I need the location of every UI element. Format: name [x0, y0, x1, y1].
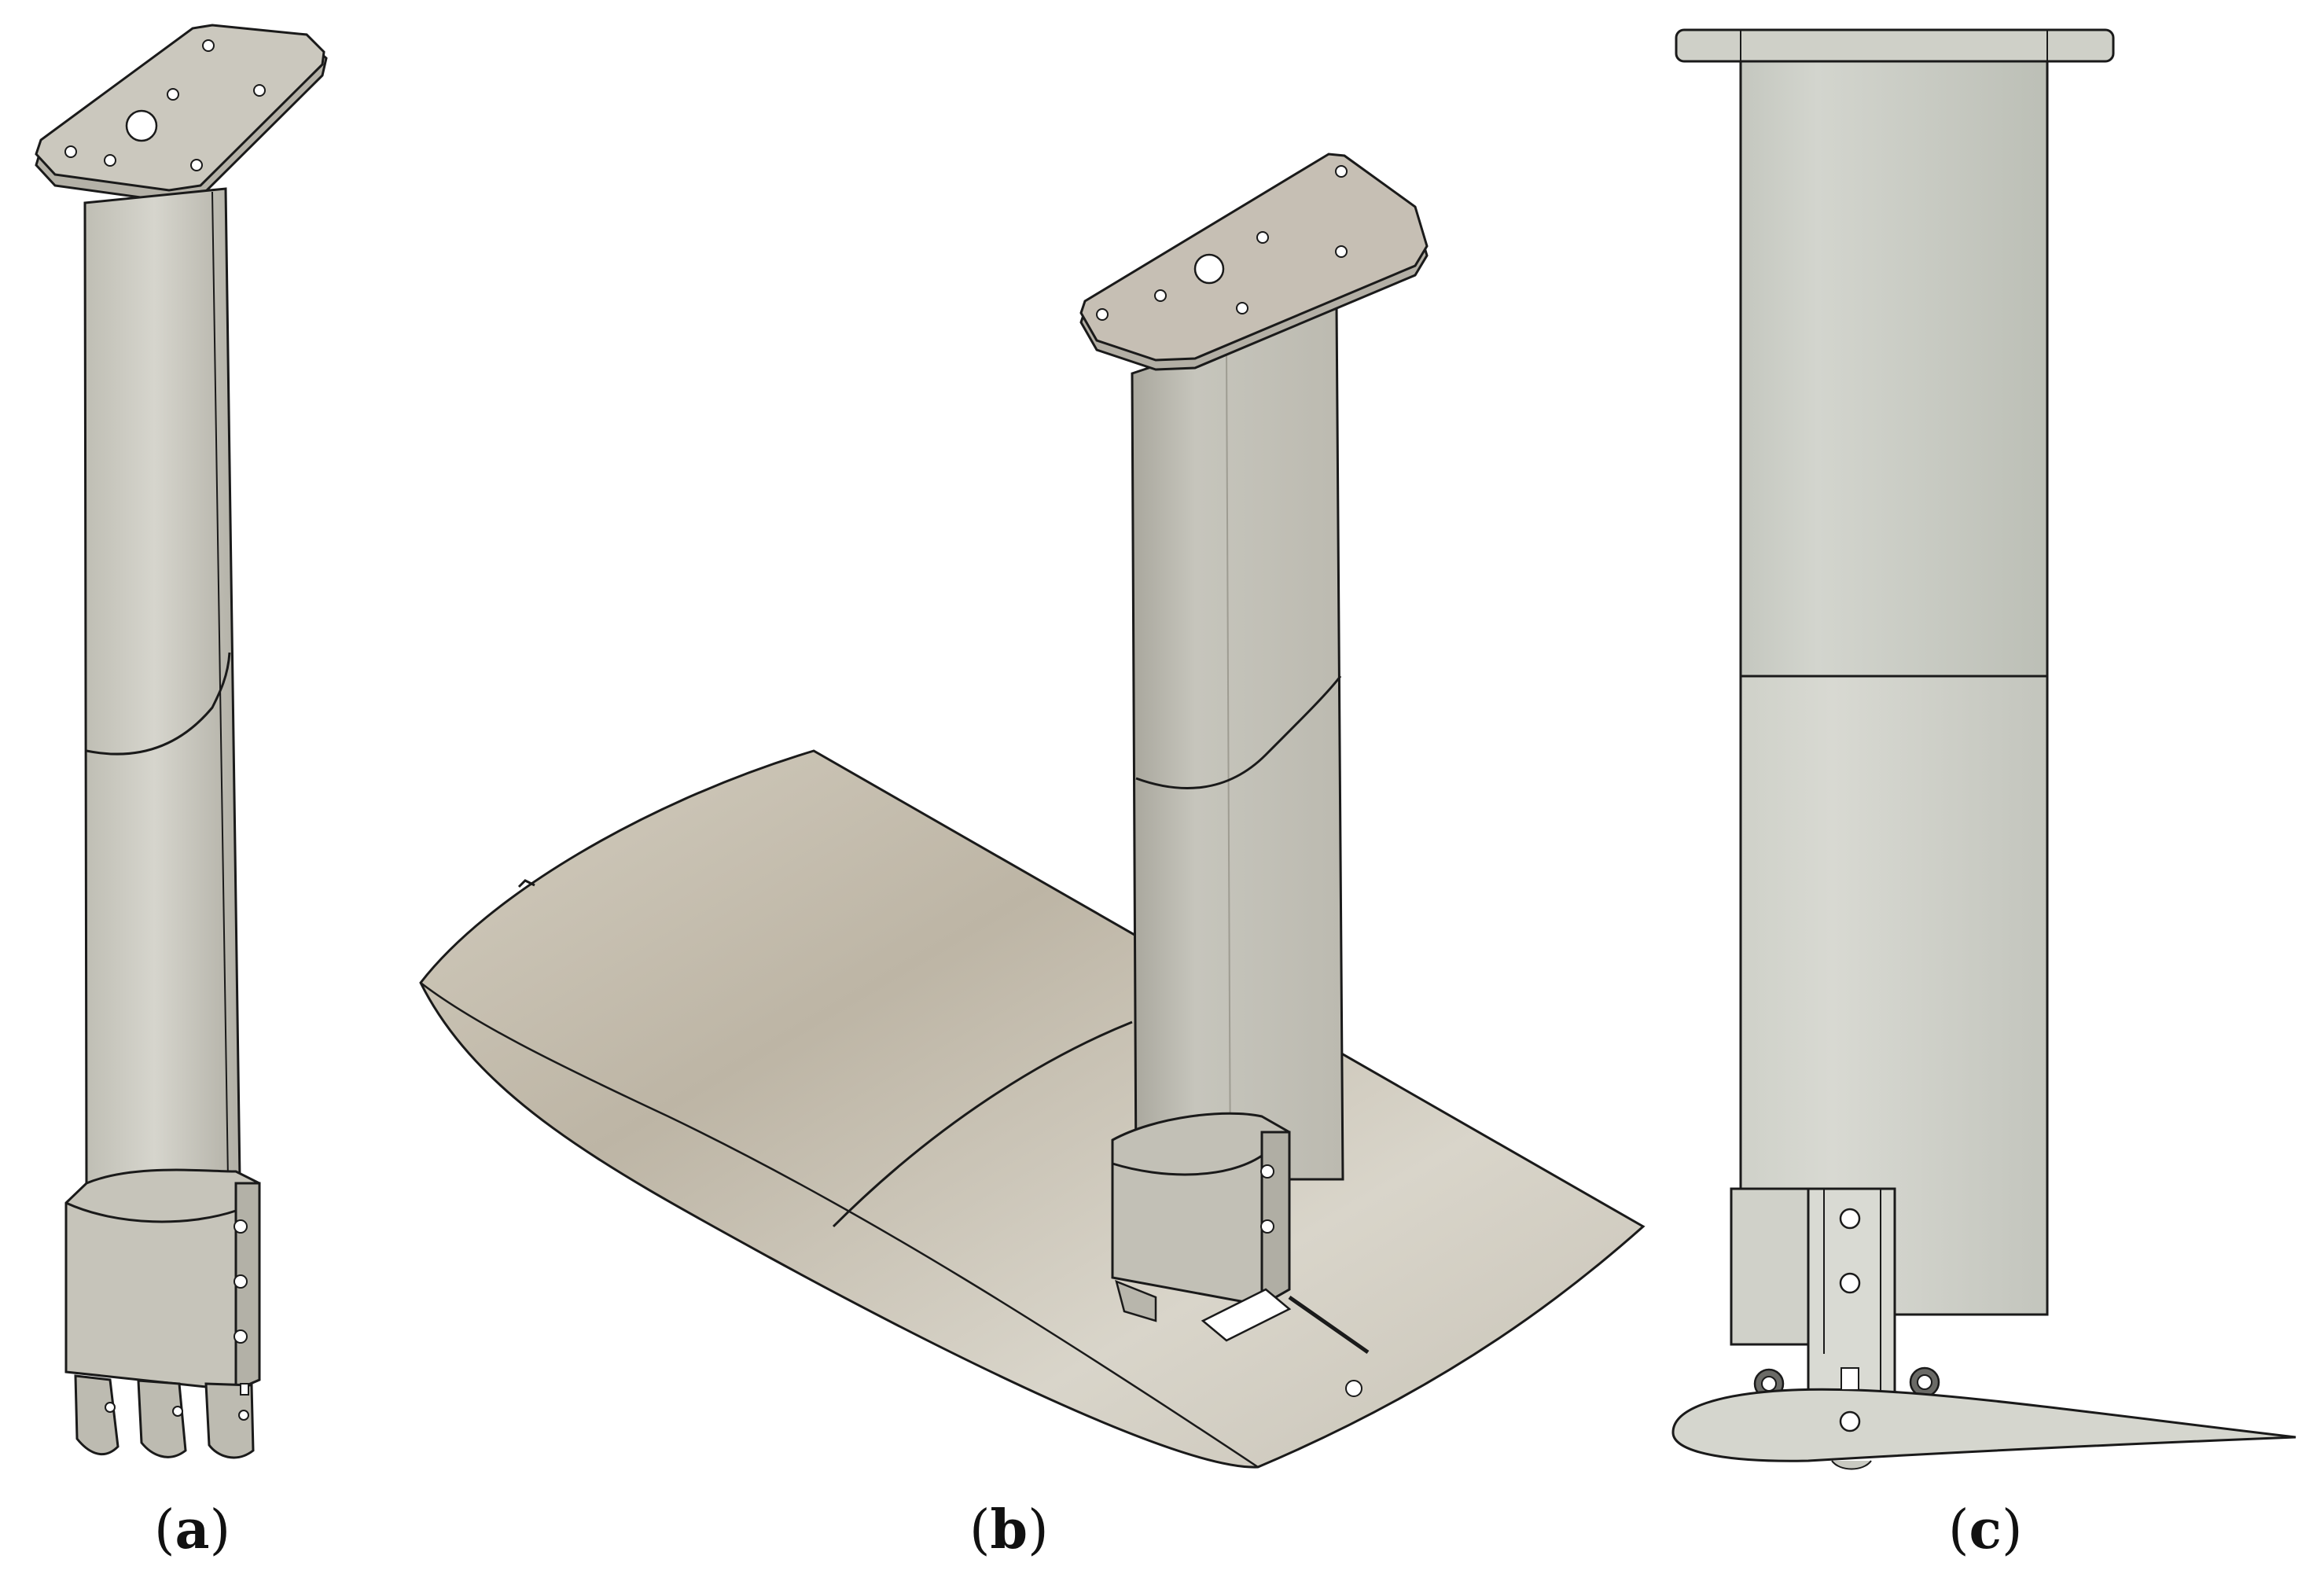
- wing-b: [419, 749, 1646, 1469]
- mast-joint-b: [1135, 675, 1342, 789]
- claw-feet-a: [74, 1374, 255, 1459]
- panel-c-side-view: [1671, 28, 2296, 1470]
- caption-c: (c): [1948, 1503, 2022, 1557]
- panel-b-assembly: [419, 153, 1646, 1469]
- caption-a-label: a: [175, 1499, 210, 1561]
- mast-tube-b: [1131, 303, 1344, 1181]
- caption-b: (b): [969, 1503, 1049, 1557]
- caption-c-label: c: [1969, 1499, 2002, 1561]
- caption-b-open: (: [969, 1499, 991, 1561]
- mast-upper-c: [1739, 60, 2049, 678]
- bracket-b: [1111, 1112, 1370, 1355]
- mast-tube-a: [83, 187, 241, 1189]
- airfoil-section-c: [1671, 1388, 2296, 1462]
- mounting-plate-b: [1079, 153, 1429, 371]
- bracket-a: [64, 1168, 261, 1392]
- caption-b-close: ): [1028, 1499, 1049, 1561]
- caption-a-open: (: [154, 1499, 175, 1561]
- panel-a-mast: [35, 24, 328, 1459]
- caption-c-close: ): [2001, 1499, 2023, 1561]
- caption-a-close: ): [209, 1499, 231, 1561]
- mast-joint-a: [86, 652, 231, 756]
- mounting-plate-a: [35, 24, 328, 203]
- caption-a: (a): [154, 1503, 230, 1557]
- caption-c-open: (: [1948, 1499, 1969, 1561]
- caption-b-label: b: [990, 1499, 1028, 1561]
